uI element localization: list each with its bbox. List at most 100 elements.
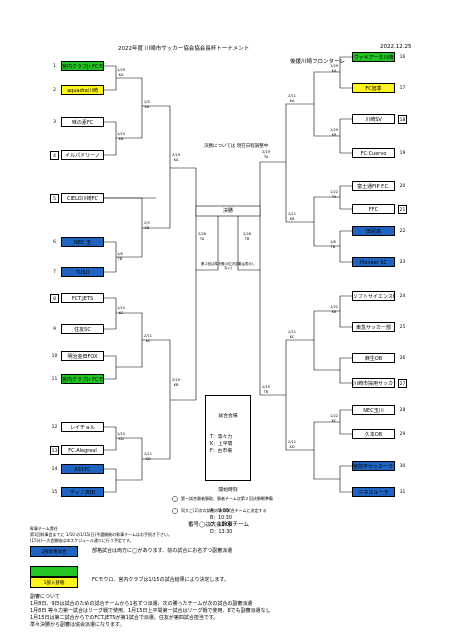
match-label: 1/8 TB [117,252,123,261]
team-number: 23 [399,259,406,265]
match-label: 1/22 KB [330,305,339,314]
match-label: 1/15 KD [117,432,126,441]
team-number: 14 [51,466,58,472]
match-label: 2/19 KA [172,153,181,162]
team-number: 17 [399,85,406,91]
time-list: A：9:00 B：10:30 C：12:00 D：13:30 [210,509,233,535]
match-label: 2/5 KA [144,100,150,109]
tournament-date: 2022.12.25 [380,44,412,50]
small-note: (15分)一大会開始は本スケジュール通りに行う予定です。 [30,538,134,543]
tournament-title: 2022年度 川崎市サッカー協会協会長杯トーナメント [118,46,250,52]
team-number: 20 [399,183,406,189]
team-number: 22 [399,228,406,234]
team-box: FFC [352,204,395,214]
team-number: 26 [399,355,406,361]
boxed-number-note: 番号◯は大会幹事チーム [188,522,249,528]
semifinal-label-left: 2/26 TA [198,232,207,241]
team-number: 21 [398,204,407,214]
legend-green [30,566,78,577]
team-number: 3 [53,119,56,125]
match-label: 2/5 KB [144,221,150,230]
team-number: 6 [53,239,56,245]
sponsor-text: 後援川崎フロンターレ [290,59,346,65]
circle-note-2: 同大ご(2)次の試合の次の試合チームに決定する [181,508,267,513]
team-box: レイチョル [61,422,104,432]
circle-note-1: 第一試合勝者勝取、勝者チーム次第２回決勝戦準備 [181,496,273,501]
match-label: 1/15 KB [117,132,126,141]
team-number: 30 [399,463,406,469]
team-box: ヴァキアータ川崎 [352,52,395,62]
team-box: FC旭季 [352,83,395,93]
team-box: ジネスルーラ [352,487,395,497]
match-label: 1/15 KC [117,306,126,315]
team-box: 川崎市採用サッカー部 [352,378,395,388]
match-label: 2/11 KD [288,440,297,449]
team-box: 富士通FIP F.C. [352,181,395,191]
team-box: NEC玉川 [352,405,395,415]
team-box: 宮内クラブJr FCモウロ [61,61,104,71]
team-number: 5 [50,193,59,203]
small-note: 幹事チーム責任 [30,526,58,531]
match-label: 1/29 KB [330,128,339,137]
match-label: 2/19 TA [262,150,271,159]
team-number: 19 [399,150,406,156]
legend-desc: FCモウロ、宮内クラブは1/15の試合結果により決定します。 [92,577,229,583]
team-box: TUSO [61,267,104,277]
match-label: 2/11 KB [288,212,297,221]
match-label: 2/11 KA [288,94,297,103]
team-number: 1 [53,63,56,69]
team-box: FC.Cuervo [352,148,395,158]
team-number: 16 [399,54,406,60]
team-number: 13 [50,445,59,455]
team-box: イルパドリーノ [61,150,104,160]
team-number: 9 [53,326,56,332]
venue-list: T：等々力 K：上平間 F：古市場 [210,435,233,454]
footer-line: 1月15日は第二試合からでのFCT.JETSが第1試合で派遣。住友が第四試合担当… [30,615,219,621]
team-number: 28 [399,407,406,413]
team-number: 31 [399,489,406,495]
match-label: 2/19 TB [262,385,271,394]
team-box: 宮前平サッカークラブ・OB [352,461,395,471]
team-box: aquadra川崎 [61,85,104,95]
match-label: 2/11 KD [144,452,153,461]
team-number: 8 [50,293,59,303]
team-box: FCT.JETS [61,293,104,303]
team-box: 田尻高 [352,226,395,236]
team-number: 29 [399,431,406,437]
team-box: 宮内クラブJr FCモウロ [61,374,104,384]
team-number: 24 [399,293,406,299]
team-number: 18 [398,114,407,124]
team-box: 麻生OB [352,353,395,363]
final-schedule-note: 決勝については 現在日程調整中 [204,144,269,149]
match-label: 1/29 KA [117,68,126,77]
team-box: NEC 玉 [61,237,104,247]
team-box: 明治金田FOX [61,351,104,361]
time-title: 開始時刻 [218,488,238,493]
team-number: 11 [51,376,58,382]
team-box: CIELO川崎FC [61,193,104,203]
team-number: 27 [398,378,407,388]
team-box: ソフトサイエンスFC [352,291,395,301]
footer-line: 準々決勝から副審は協会派遣になります。 [30,622,125,628]
team-number: 10 [51,353,58,359]
legend-relegation: 1部入替戦 [30,577,78,588]
match-label: 1/22 KC [330,414,339,423]
team-box: 住友SC [61,324,104,334]
team-number: 12 [51,424,58,430]
footer-line: 1月8日、9日は試合のための試合チームから1名ずつ派遣、次の勝ったチームが次の試… [30,601,253,607]
semifinal-label-right: 2/26 TB [243,232,252,241]
team-box: ティノ高田 [61,487,104,497]
team-number: 7 [53,269,56,275]
team-box: Pioneer SC [352,257,395,267]
match-label: 2/11 KC [288,330,297,339]
team-number: 15 [51,489,58,495]
team-number: 2 [53,87,56,93]
team-box: FC.Alegreal [61,445,104,455]
team-box: 久本OB [352,429,395,439]
match-label: 1/22 TA [330,190,339,199]
venue-title: 試合会場 [218,414,238,419]
venue-time-box: 試合会場 T：等々力 K：上平間 F：古市場 開始時刻 A：9:00 B：10:… [205,395,251,535]
team-box: 味の素FC [61,117,104,127]
footer-heading: 副審について [30,594,60,600]
